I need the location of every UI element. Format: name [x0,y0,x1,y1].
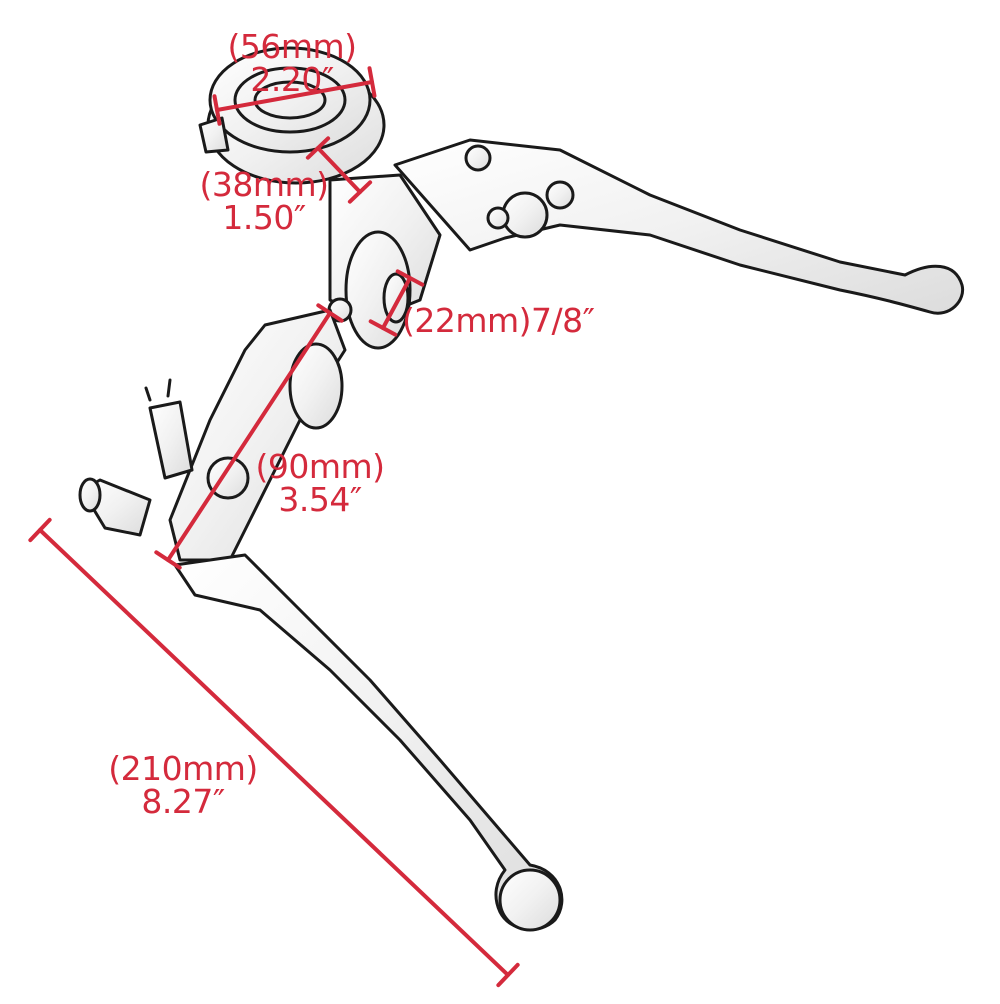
reservoir-diameter-line-end-a [212,94,222,126]
lever-length-line [38,528,510,977]
bar-clamp-hole [382,272,410,324]
lever-length-line-end-a [28,517,52,543]
reservoir-depth-label: (38mm) 1.50″ [199,165,329,237]
dimension-lines [28,66,520,988]
bar-clamp-line-end-a [395,269,425,287]
reservoir-depth-line-end-a [305,136,331,160]
reservoir-diameter-line [215,80,374,112]
adjuster-knob [501,191,549,239]
lever-length-line-end-b [496,962,520,988]
upper-lever [393,138,965,315]
mount-length-label: (90mm) 3.54″ [255,447,385,519]
upper-pivot-bolt [464,144,492,172]
pivot-nut [486,206,510,230]
mount-length-line-end-b [154,550,182,570]
bar-clamp-line [381,276,412,330]
cylinder-port [288,342,344,430]
lever-length-label: (210mm) 8.27″ [108,749,258,821]
banjo-bolt [148,400,194,480]
reservoir-cap-inner [233,66,347,134]
lever-outline [78,46,965,932]
mount-length-line [166,311,332,562]
reservoir-depth-line [316,146,362,194]
body-bolt [206,456,250,500]
reservoir-cap [208,46,372,154]
bar-clamp-label: (22mm)7/8″ [402,301,595,340]
bar-clamp-line-end-b [368,319,398,337]
lever-ball [498,868,562,932]
reservoir-depth-line-end-b [347,180,373,204]
reservoir-diameter-line-end-b [367,66,377,98]
reservoir-diameter-label: (56mm) 2.20″ [227,27,357,99]
mount-length-line-end-a [316,303,344,323]
reservoir-fitting [198,116,230,154]
lower-lever [173,553,564,931]
adjuster-inner [545,180,575,210]
reservoir-cap-ring [253,80,327,120]
